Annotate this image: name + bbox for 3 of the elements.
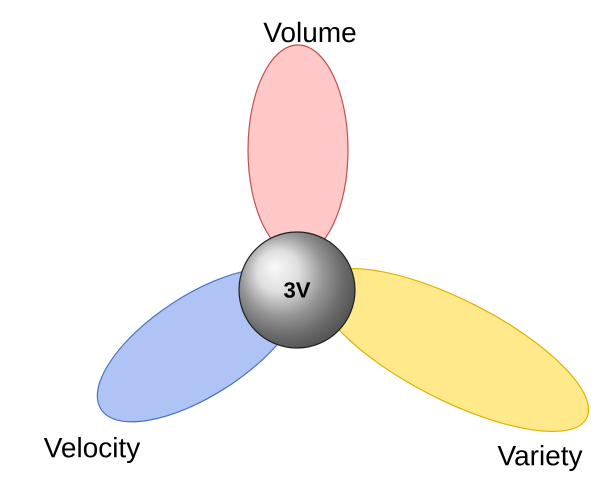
petal-heading: Volume — [263, 22, 356, 42]
petal-heading: Velocity — [44, 436, 140, 464]
petal-heading: Variety — [498, 444, 582, 472]
